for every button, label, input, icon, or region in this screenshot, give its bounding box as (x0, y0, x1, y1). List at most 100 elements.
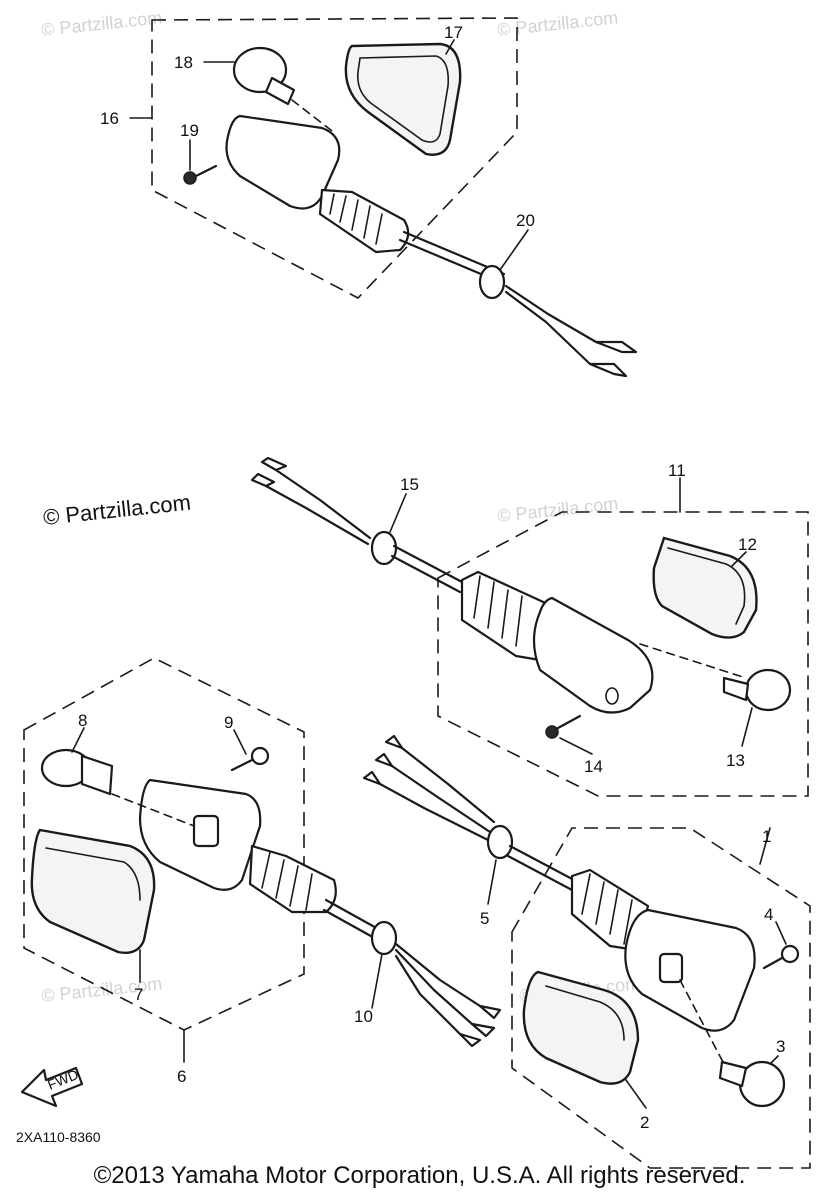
callout-15: 15 (400, 475, 419, 494)
cable-6b (322, 908, 380, 942)
leader-20 (499, 229, 529, 271)
leader-1 (759, 827, 771, 865)
wires-1 (378, 746, 496, 842)
leader-3 (769, 1055, 779, 1065)
flasher-assembly-6 (23, 657, 502, 1063)
terminal-11a (260, 456, 288, 472)
screw-9-shank (230, 758, 254, 772)
leader-17 (445, 39, 455, 55)
terminal-6c (458, 1032, 482, 1048)
screw-4-shank (762, 956, 784, 970)
leader-12 (731, 551, 747, 567)
lens-2 (522, 970, 640, 1085)
leader-13 (741, 707, 753, 747)
assembly-11-outline (437, 511, 809, 797)
watermark: © Partzilla.com (40, 7, 163, 40)
lens-17-inner (356, 55, 450, 143)
watermark: © Partzilla.com (496, 7, 619, 40)
flasher-assembly-16 (129, 17, 638, 378)
socket-1 (658, 952, 684, 984)
housing-11 (532, 596, 654, 714)
screw-4 (780, 944, 800, 964)
copyright-notice: ©2013 Yamaha Motor Corporation, U.S.A. A… (93, 1162, 746, 1189)
bulb-13 (744, 668, 792, 712)
leader-5 (487, 859, 497, 905)
bulb-18-base (264, 76, 296, 106)
fwd-arrow-icon: FWD (20, 1066, 84, 1108)
lens-12 (652, 536, 758, 639)
assembly-1-outline (511, 827, 811, 1169)
flasher-assembly-11 (250, 456, 809, 797)
wires-16 (504, 284, 598, 366)
boot-ribs-16 (329, 193, 383, 245)
cable-11 (392, 544, 464, 584)
fwd-arrow-shape (20, 1066, 84, 1108)
wires-11 (264, 468, 372, 546)
callout-20: 20 (516, 211, 535, 230)
cable-1 (508, 844, 576, 882)
callout-labels: 1 2 3 4 5 6 7 8 9 10 11 12 13 14 15 16 1… (78, 23, 785, 1132)
diagram-code: 2XA110-8360 (16, 1129, 101, 1145)
leader-3b (679, 979, 725, 1065)
leader-13b (639, 643, 747, 679)
housing-16 (225, 114, 341, 210)
grommet-5 (486, 824, 514, 860)
boot-ribs-11 (473, 575, 523, 647)
callout-1: 1 (762, 827, 771, 846)
screw-19 (183, 171, 197, 185)
callout-3: 3 (776, 1037, 785, 1056)
cable-1b (506, 854, 574, 892)
callout-8: 8 (78, 711, 87, 730)
leader-14 (559, 737, 593, 755)
assembly-6-outline (23, 657, 305, 1031)
watermark: © Partzilla.com (496, 493, 619, 526)
callout-17: 17 (444, 23, 463, 42)
leader-2 (625, 1079, 647, 1109)
callout-9: 9 (224, 713, 233, 732)
callout-2: 2 (640, 1113, 649, 1132)
boot-ribs-6 (261, 851, 313, 911)
screw-14 (545, 725, 559, 739)
grommet-15 (370, 530, 398, 566)
housing-1 (624, 908, 756, 1032)
bulb-8-base (80, 754, 114, 796)
leader-10 (371, 953, 383, 1009)
callout-4: 4 (764, 905, 773, 924)
lens-17 (344, 42, 462, 156)
callout-10: 10 (354, 1007, 373, 1026)
lens-2-inner (545, 985, 625, 1041)
terminal-1b (374, 752, 394, 768)
callout-13: 13 (726, 751, 745, 770)
watermark-strong: © Partzilla.com (42, 490, 192, 530)
bulb-3-base (718, 1060, 748, 1088)
terminal-16a (594, 340, 638, 354)
grommet-20 (478, 264, 506, 300)
assembly-16-outline (151, 17, 518, 299)
callout-18: 18 (174, 53, 193, 72)
cable-11b (390, 554, 462, 594)
screw-9 (250, 746, 270, 766)
terminal-6b (470, 1022, 496, 1038)
callout-14: 14 (584, 757, 603, 776)
leader-8 (71, 727, 85, 753)
callout-19: 19 (180, 121, 199, 140)
socket-6 (192, 814, 220, 848)
wires-6 (394, 942, 482, 1036)
leader-9 (233, 729, 247, 755)
callout-6: 6 (177, 1067, 186, 1086)
bulb-13-base (722, 676, 750, 702)
watermark: © Partzilla.com (40, 973, 163, 1006)
callout-16: 16 (100, 109, 119, 128)
terminal-6a (478, 1004, 502, 1020)
leader-4 (775, 921, 787, 945)
lens-12-inner (667, 547, 746, 625)
terminal-16b (588, 362, 628, 378)
callout-5: 5 (480, 909, 489, 928)
screw-14-shank (556, 714, 582, 730)
lens-7-inner (45, 847, 141, 901)
callout-12: 12 (738, 535, 757, 554)
callout-7: 7 (134, 985, 143, 1004)
leader-8b (111, 793, 195, 827)
terminal-11b (250, 472, 276, 488)
